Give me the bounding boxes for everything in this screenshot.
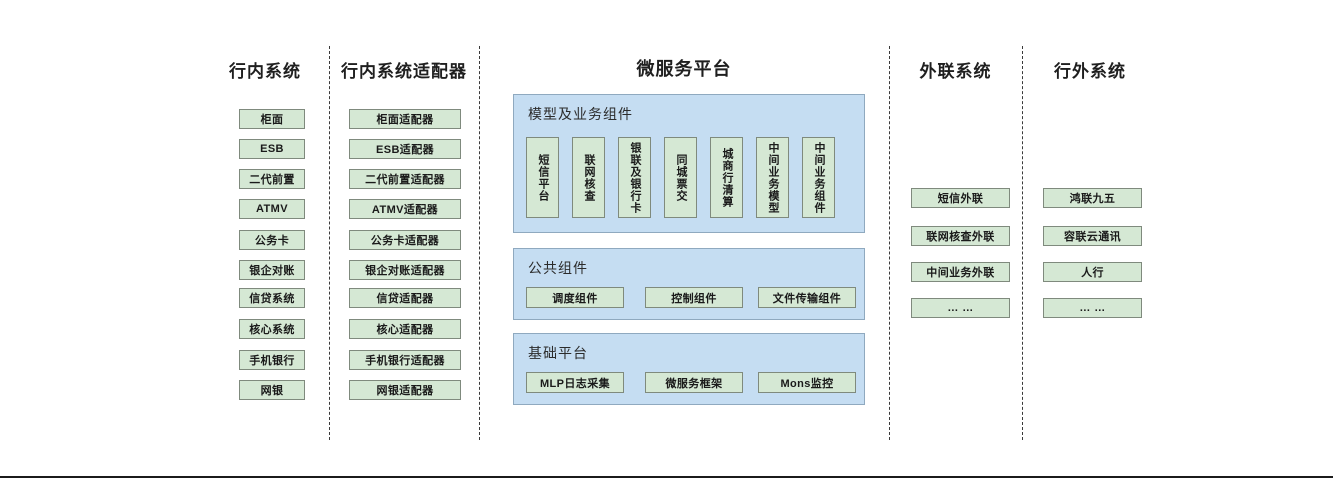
- panel-common-title: 公共组件: [528, 260, 588, 276]
- node-common-1[interactable]: 控制组件: [645, 287, 743, 308]
- column-title-platform: 微服务平台: [636, 59, 732, 79]
- node-base-0[interactable]: MLP日志采集: [526, 372, 624, 393]
- node-model-5-label: 中间业务模型: [767, 141, 779, 214]
- node-bank-internal-3[interactable]: ATMV: [239, 199, 305, 219]
- node-model-6-label: 中间业务组件: [813, 141, 825, 214]
- node-bank-internal-4[interactable]: 公务卡: [239, 230, 305, 250]
- node-adapter-3[interactable]: ATMV适配器: [349, 199, 461, 219]
- node-adapter-9[interactable]: 网银适配器: [349, 380, 461, 400]
- node-model-0-label: 短信平台: [537, 153, 549, 202]
- node-adapter-5[interactable]: 银企对账适配器: [349, 260, 461, 280]
- divider-internal-adapters: [329, 46, 330, 440]
- node-bank-internal-8[interactable]: 手机银行: [239, 350, 305, 370]
- node-bank-internal-5[interactable]: 银企对账: [239, 260, 305, 280]
- node-bank-internal-0[interactable]: 柜面: [239, 109, 305, 129]
- node-model-4[interactable]: 城商行清算: [710, 137, 743, 218]
- node-model-6[interactable]: 中间业务组件: [802, 137, 835, 218]
- node-external-1[interactable]: 容联云通讯: [1043, 226, 1142, 246]
- column-title-bank-internal: 行内系统: [229, 62, 301, 81]
- panel-model-title: 模型及业务组件: [528, 106, 633, 122]
- node-external-2[interactable]: 人行: [1043, 262, 1142, 282]
- node-model-5[interactable]: 中间业务模型: [756, 137, 789, 218]
- panel-common-components: 公共组件: [513, 248, 865, 320]
- node-model-2-label: 银联及银行卡: [629, 141, 641, 214]
- node-adapter-6[interactable]: 信贷适配器: [349, 288, 461, 308]
- column-title-outreach: 外联系统: [919, 62, 992, 81]
- node-bank-internal-7[interactable]: 核心系统: [239, 319, 305, 339]
- node-outreach-0[interactable]: 短信外联: [911, 188, 1010, 208]
- node-bank-internal-6[interactable]: 信贷系统: [239, 288, 305, 308]
- node-adapter-2[interactable]: 二代前置适配器: [349, 169, 461, 189]
- node-model-2[interactable]: 银联及银行卡: [618, 137, 651, 218]
- node-model-4-label: 城商行清算: [721, 147, 733, 208]
- divider-adapters-platform: [479, 46, 480, 440]
- node-outreach-1[interactable]: 联网核查外联: [911, 226, 1010, 246]
- node-base-1[interactable]: 微服务框架: [645, 372, 743, 393]
- node-external-3[interactable]: … …: [1043, 298, 1142, 318]
- node-adapter-0[interactable]: 柜面适配器: [349, 109, 461, 129]
- node-bank-internal-2[interactable]: 二代前置: [239, 169, 305, 189]
- node-adapter-8[interactable]: 手机银行适配器: [349, 350, 461, 370]
- node-base-2[interactable]: Mons监控: [758, 372, 856, 393]
- node-external-0[interactable]: 鸿联九五: [1043, 188, 1142, 208]
- node-common-2[interactable]: 文件传输组件: [758, 287, 856, 308]
- node-model-3-label: 同城票交: [675, 153, 687, 202]
- node-outreach-2[interactable]: 中间业务外联: [911, 262, 1010, 282]
- node-model-3[interactable]: 同城票交: [664, 137, 697, 218]
- node-bank-internal-9[interactable]: 网银: [239, 380, 305, 400]
- divider-platform-outreach: [889, 46, 890, 440]
- node-model-1[interactable]: 联网核查: [572, 137, 605, 218]
- node-model-0[interactable]: 短信平台: [526, 137, 559, 218]
- panel-base-title: 基础平台: [528, 345, 588, 361]
- node-adapter-4[interactable]: 公务卡适配器: [349, 230, 461, 250]
- column-title-external: 行外系统: [1054, 62, 1126, 81]
- node-adapter-1[interactable]: ESB适配器: [349, 139, 461, 159]
- panel-base-platform: 基础平台: [513, 333, 865, 405]
- column-title-adapters: 行内系统适配器: [341, 62, 467, 81]
- node-model-1-label: 联网核查: [583, 153, 595, 202]
- node-common-0[interactable]: 调度组件: [526, 287, 624, 308]
- divider-outreach-external: [1022, 46, 1023, 440]
- node-bank-internal-1[interactable]: ESB: [239, 139, 305, 159]
- node-adapter-7[interactable]: 核心适配器: [349, 319, 461, 339]
- node-outreach-3[interactable]: … …: [911, 298, 1010, 318]
- page-bottom-rule: [0, 476, 1333, 478]
